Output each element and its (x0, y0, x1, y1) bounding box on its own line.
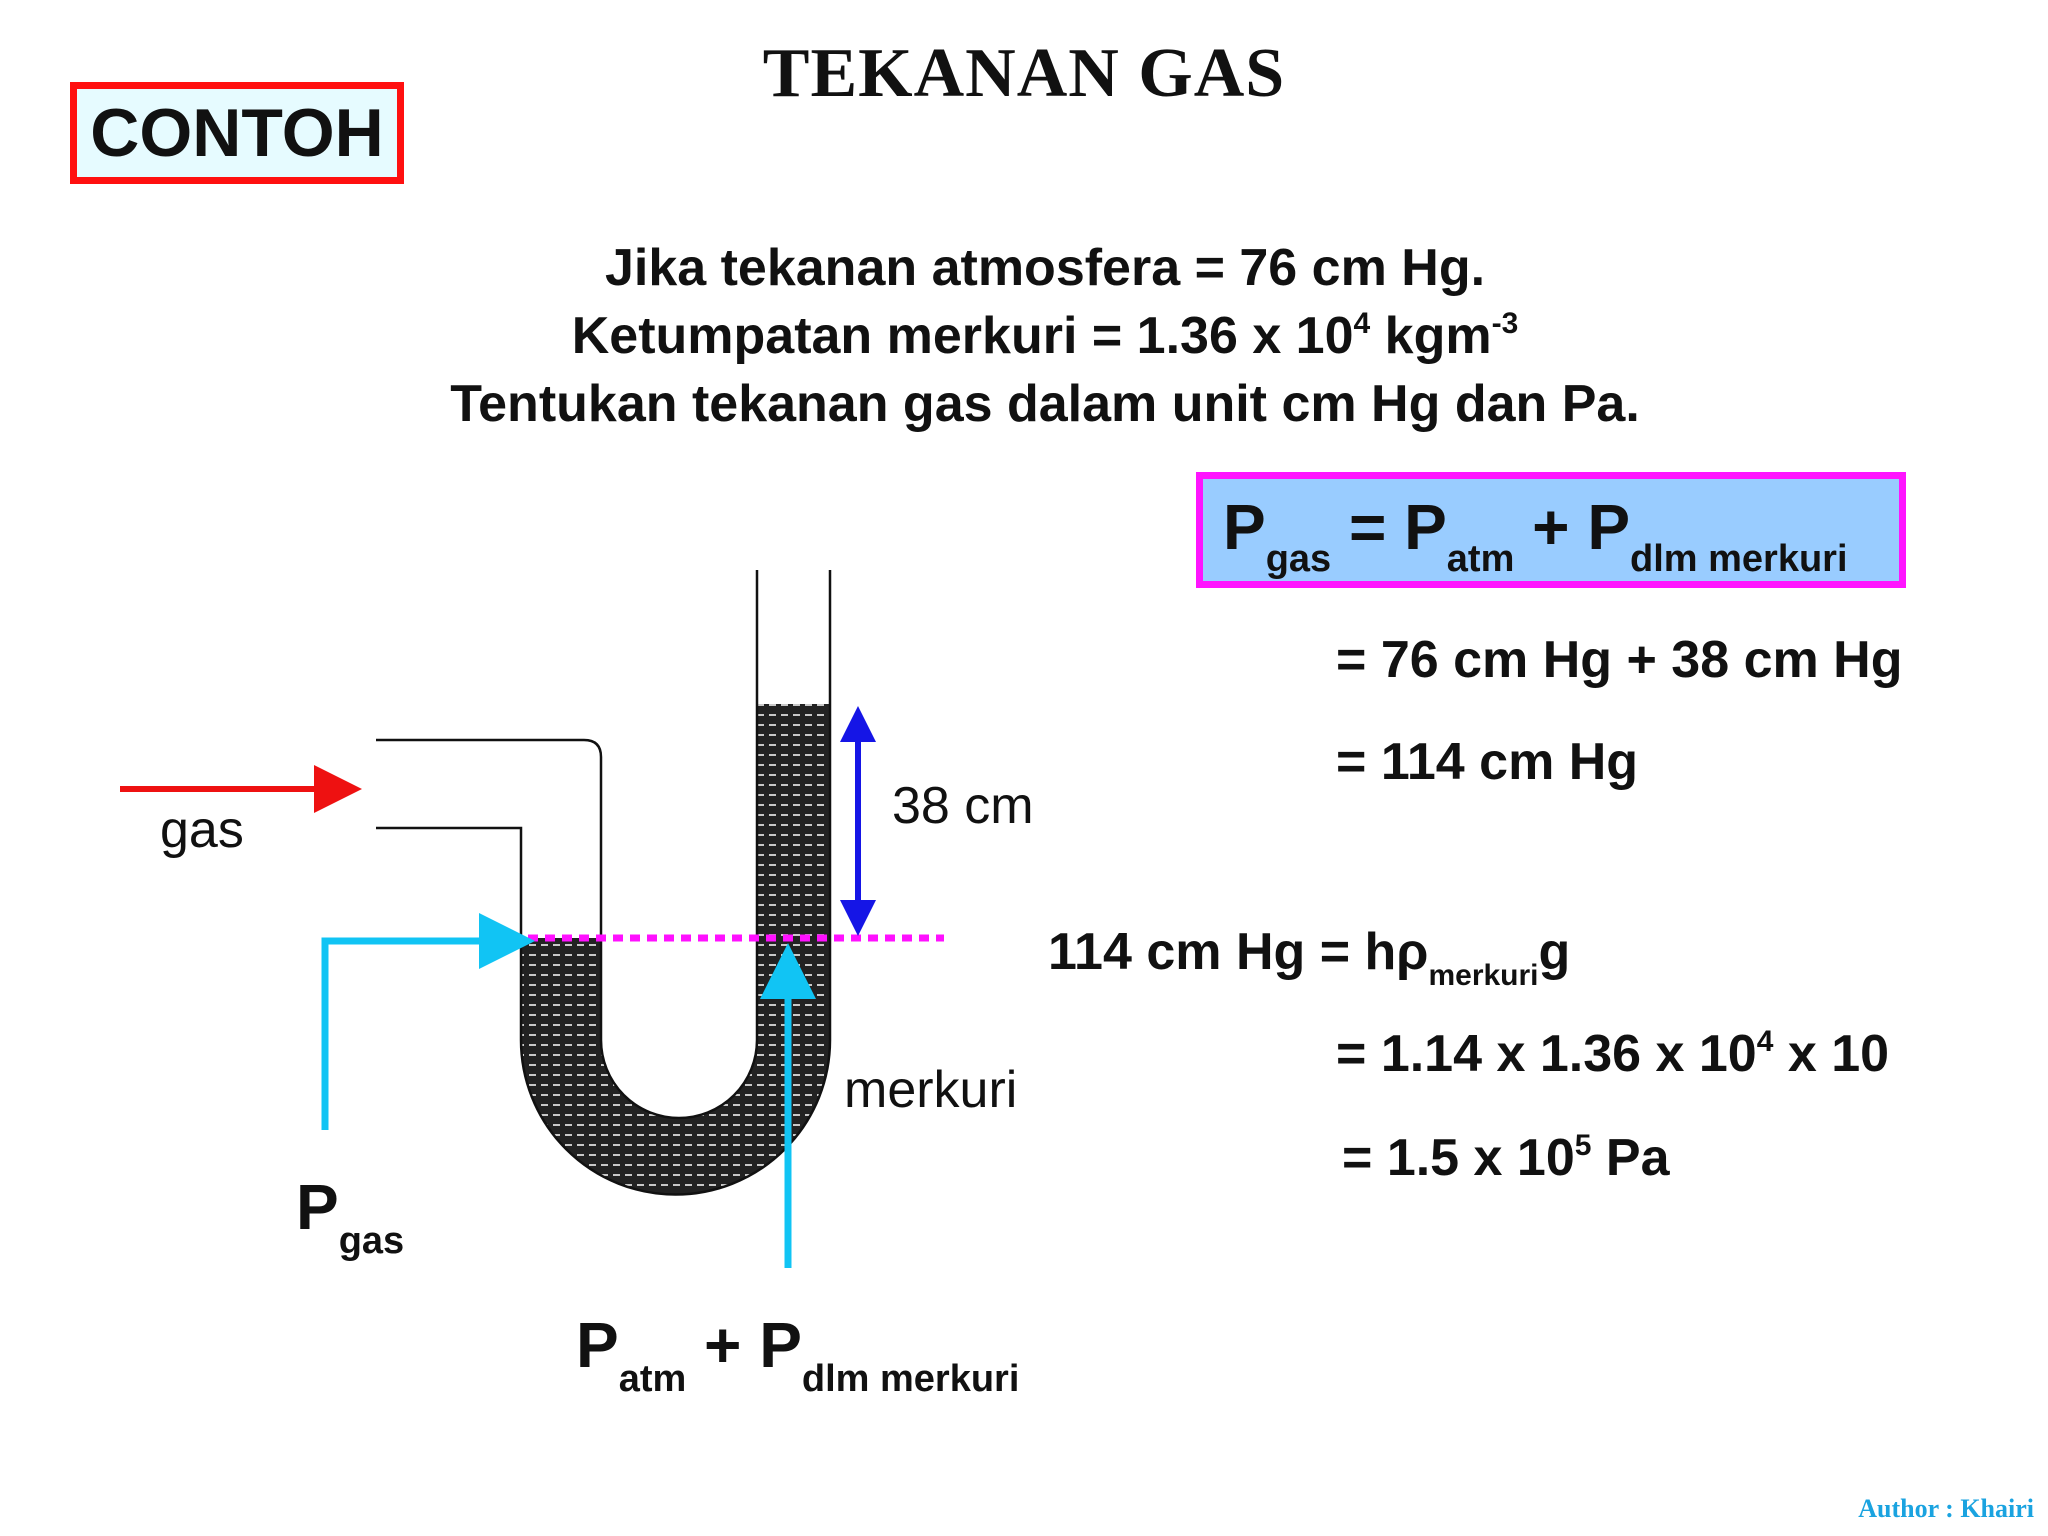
author-credit: Author : Khairi (1858, 1494, 2034, 1523)
formula-eq: = P (1331, 491, 1447, 563)
mercury-fill (521, 704, 830, 1195)
patm-label: Patm + Pdlm merkuri (576, 1308, 1019, 1400)
calc-step-3: 114 cm Hg = hρmerkurig (1048, 922, 1571, 992)
question-line-1: Jika tekanan atmosfera = 76 cm Hg. (604, 239, 1486, 297)
calc-step-5: = 1.5 x 105 Pa (1342, 1128, 1670, 1188)
calc-step-1: = 76 cm Hg + 38 cm Hg (1336, 631, 1903, 689)
pgas-label: Pgas (296, 1170, 404, 1262)
patm-sub: atm (618, 1358, 687, 1400)
formula-sub-atm: atm (1446, 538, 1515, 580)
patm-sub2: dlm merkuri (801, 1358, 1020, 1400)
formula-box: Pgas = Patm + Pdlm merkuri (1196, 472, 1906, 588)
formula-sub-merkuri: dlm merkuri (1630, 538, 1848, 580)
question-line-2: Ketumpatan merkuri = 1.36 x 104 kgm-3 (0, 306, 2048, 366)
question-line-2-sup2: -3 (1491, 307, 1519, 340)
formula-sub-gas: gas (1265, 538, 1332, 580)
calc-step-4-b: x 10 (1773, 1025, 1890, 1083)
pgas-p: P (296, 1171, 339, 1243)
calc-step-3-sub: merkuri (1428, 959, 1539, 992)
question-line-3: Tentukan tekanan gas dalam unit cm Hg da… (450, 375, 1640, 433)
patm-p: P (576, 1309, 619, 1381)
question-line-2-b: kgm (1370, 307, 1492, 365)
question-line-2-a: Ketumpatan merkuri = 1.36 x 10 (571, 307, 1354, 365)
calc-step-2: = 114 cm Hg (1336, 733, 1639, 791)
formula-p1: P (1223, 491, 1266, 563)
calc-step-5-sup: 5 (1574, 1129, 1592, 1162)
u-tube (376, 570, 832, 1196)
example-tag: CONTOH (70, 82, 404, 184)
patm-plus: + P (686, 1309, 802, 1381)
pgas-sub: gas (338, 1220, 405, 1262)
height-label: 38 cm (892, 777, 1034, 835)
calc-step-4-sup: 4 (1756, 1025, 1774, 1058)
calc-step-3-a: 114 cm Hg = hρ (1048, 923, 1429, 981)
calc-step-4: = 1.14 x 1.36 x 104 x 10 (1336, 1024, 1889, 1084)
gas-label: gas (160, 801, 244, 859)
pgas-arrow (321, 913, 535, 1130)
calc-step-4-a: = 1.14 x 1.36 x 10 (1336, 1025, 1757, 1083)
mercury-label: merkuri (844, 1061, 1018, 1119)
calc-step-5-a: = 1.5 x 10 (1342, 1129, 1575, 1187)
page-title: TEKANAN GAS (762, 35, 1286, 112)
calc-step-3-b: g (1538, 923, 1571, 981)
question-line-2-sup1: 4 (1353, 307, 1371, 340)
formula-plus: + P (1514, 491, 1630, 563)
calc-step-5-b: Pa (1591, 1129, 1670, 1187)
